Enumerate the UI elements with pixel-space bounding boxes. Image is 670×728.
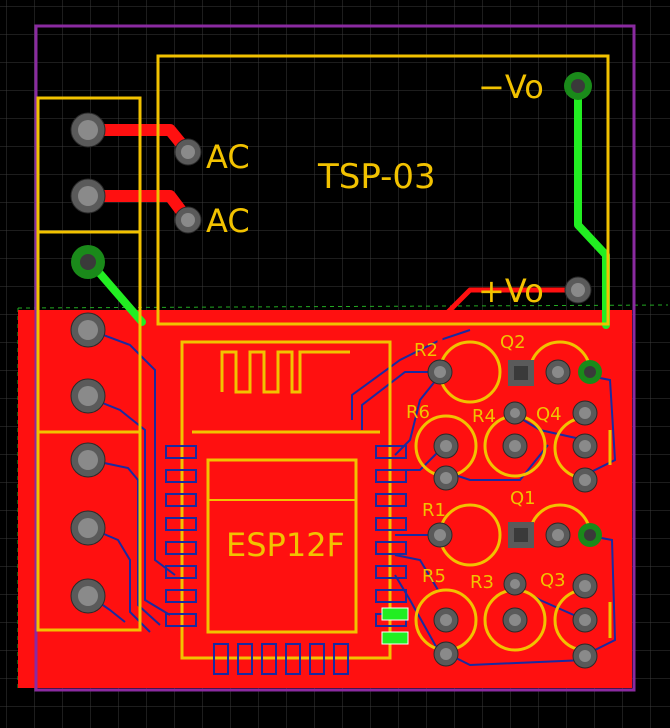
r3-label: R3	[470, 572, 494, 593]
r5-label: R5	[422, 566, 446, 587]
ac-label-2: AC	[206, 202, 250, 240]
q2-label: Q2	[500, 332, 526, 353]
r2-label: R2	[414, 340, 438, 361]
component-pads	[427, 359, 602, 669]
tsp03-pads	[174, 72, 592, 304]
esp12f-pads	[165, 445, 409, 675]
ac-label-1: AC	[206, 138, 250, 176]
r1-label: R1	[422, 500, 446, 521]
connector-outlines	[36, 96, 142, 632]
tsp03-module-outline	[156, 54, 610, 326]
vpos-label: +Vo	[478, 272, 544, 310]
q1-label: Q1	[510, 488, 536, 509]
esp12f-module: ESP12F	[180, 340, 392, 660]
r6-label: R6	[406, 402, 430, 423]
board-outline	[34, 24, 636, 692]
q3-label: Q3	[540, 570, 566, 591]
tsp03-module-label: TSP-03	[317, 157, 436, 197]
esp12f-label: ESP12F	[226, 526, 345, 564]
vneg-label: −Vo	[478, 68, 544, 106]
r4-label: R4	[472, 406, 496, 427]
connector-pads	[70, 112, 106, 614]
q4-label: Q4	[536, 404, 562, 425]
